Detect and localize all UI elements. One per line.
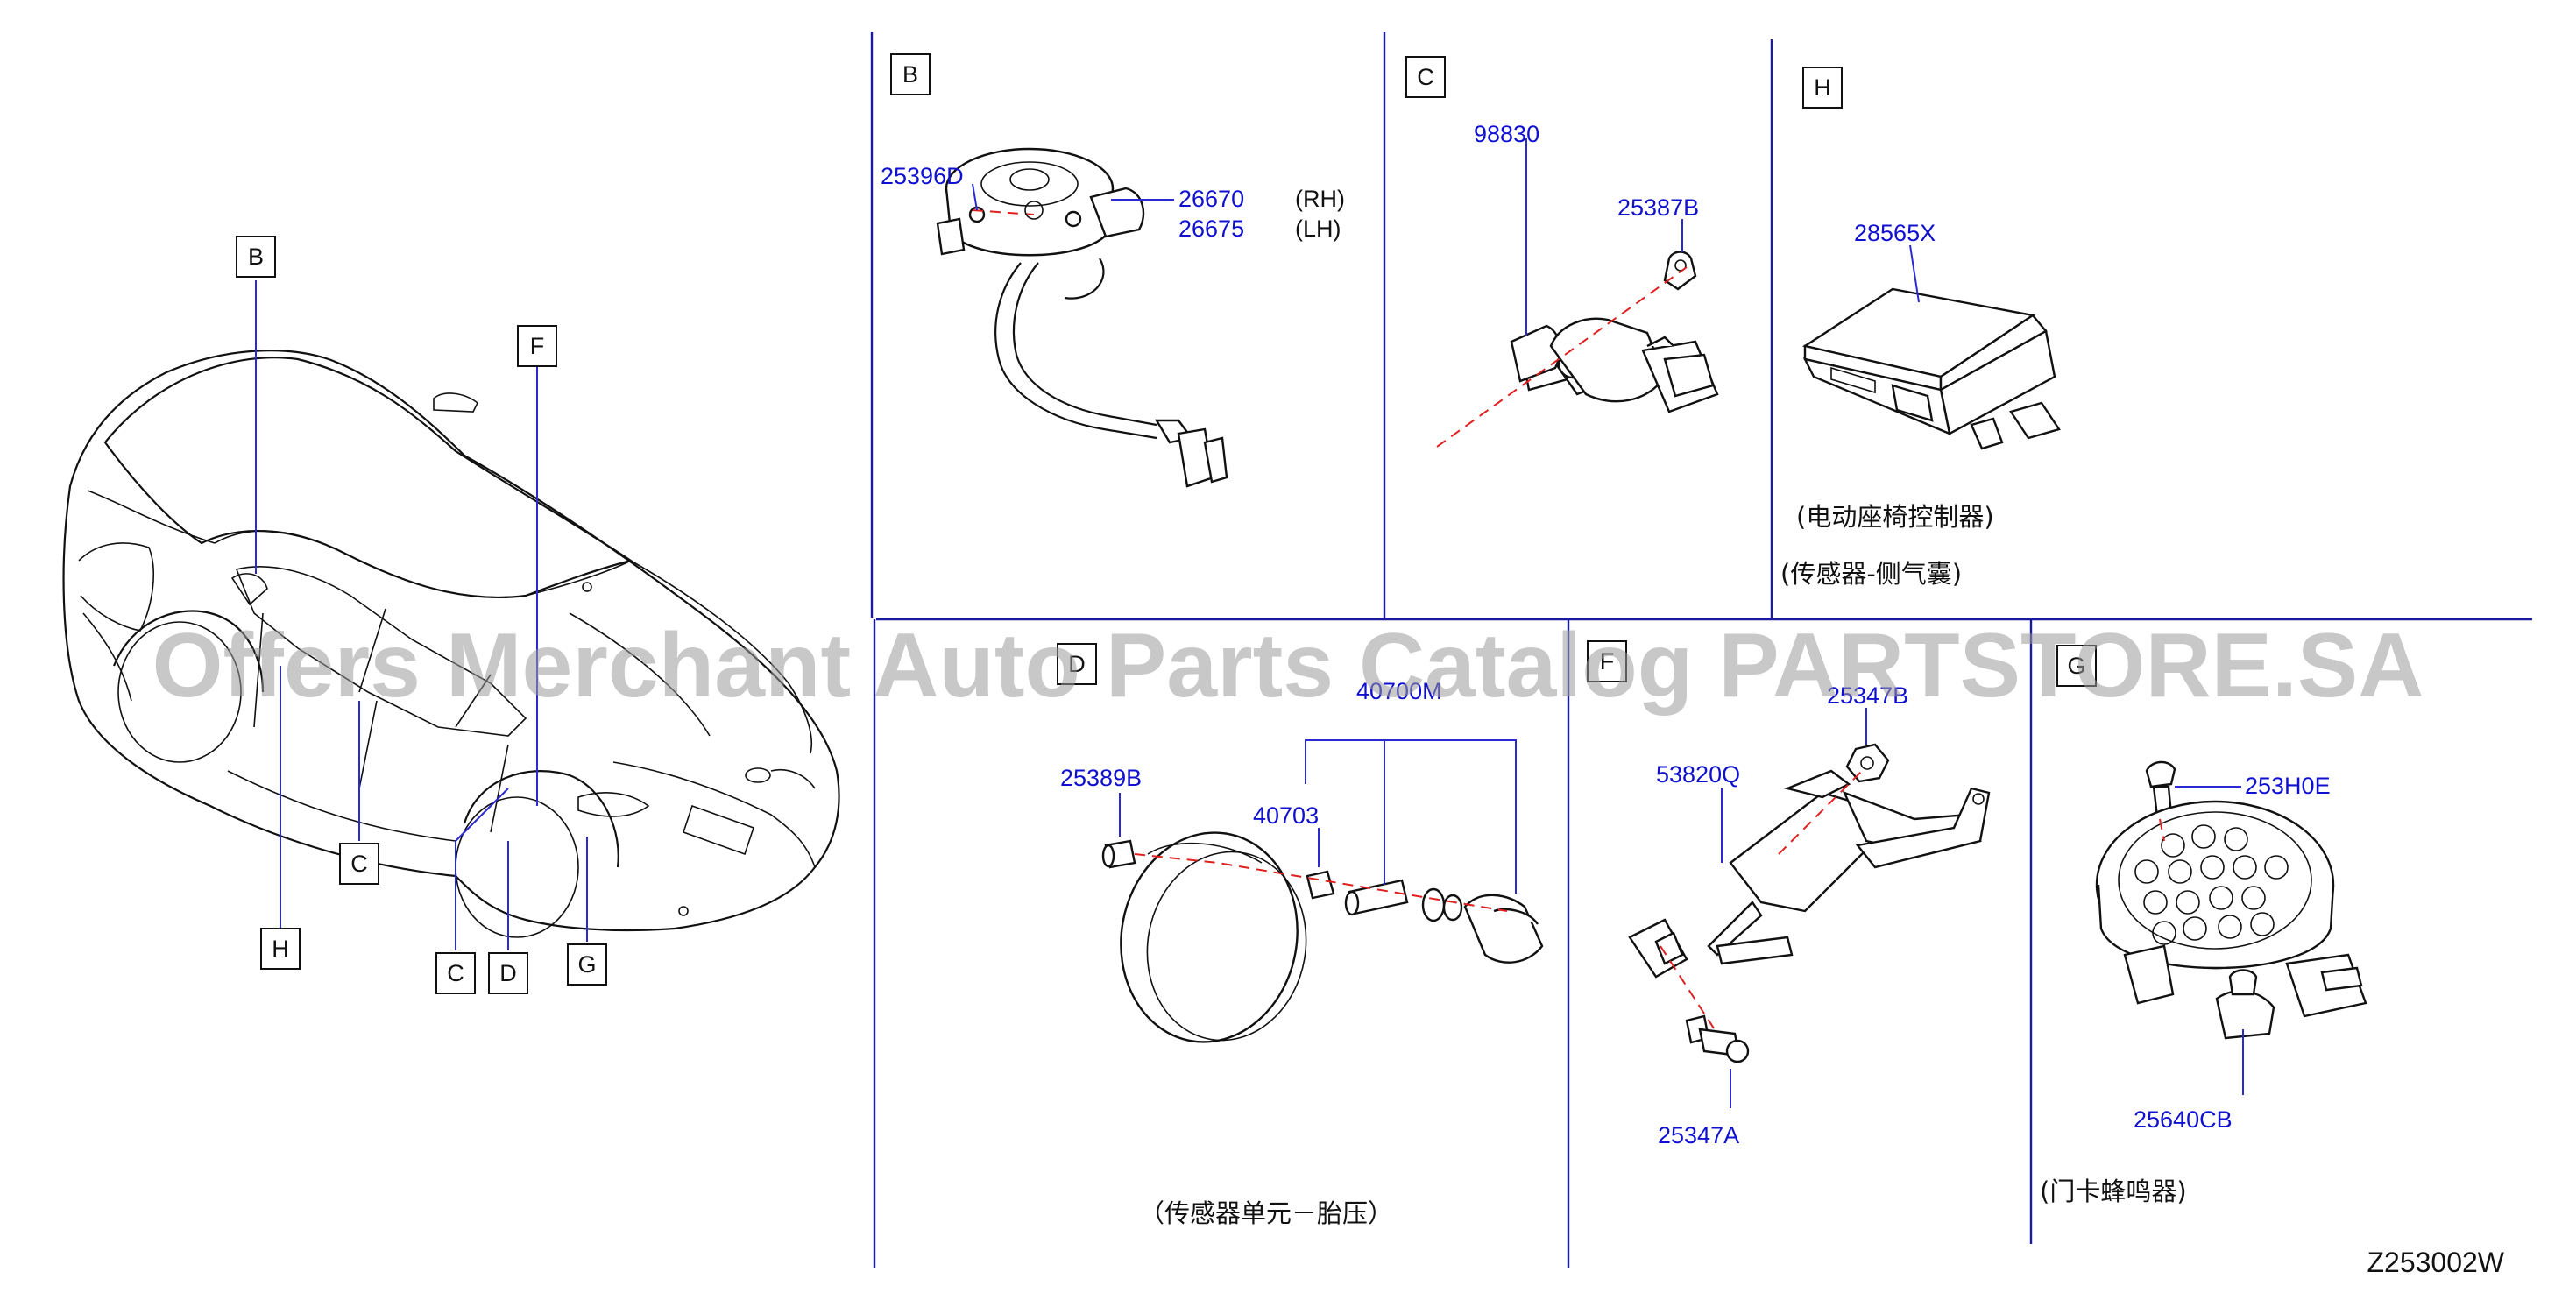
panel-h: H 28565X (电动座椅控制器) (传感器-侧气囊) xyxy=(1780,67,2061,589)
callout-label-h: H xyxy=(272,936,289,962)
callout-label-g: G xyxy=(577,951,596,978)
panel-c: C 98830 25387B xyxy=(1405,56,1719,448)
panel-label-h: H xyxy=(1814,74,1831,101)
watermark-text: Offers Merchant Auto Parts Catalog PARTS… xyxy=(152,615,2424,717)
tire-pressure-sensor-drawing xyxy=(1101,831,1544,1043)
part-number-26675[interactable]: 26675 xyxy=(1178,215,1244,242)
diagram-code: Z253002W xyxy=(2367,1247,2504,1278)
side-label-lh: (LH) xyxy=(1295,215,1341,242)
panel-b: B 25396D 26670 26675 (RH) (LH) xyxy=(881,53,1345,488)
callout-box-h xyxy=(260,928,301,970)
side-label-rh: (RH) xyxy=(1295,186,1345,212)
part-number-25396d[interactable]: 25396D xyxy=(881,163,964,189)
side-airbag-sensor-drawing xyxy=(1436,251,1719,448)
panel-f: F 53820Q 25347B xyxy=(1587,640,1991,1148)
callout-box-f xyxy=(517,325,557,367)
part-number-253h0e[interactable]: 253H0E xyxy=(2245,773,2331,799)
vehicle-overview: B F C H C D G xyxy=(62,236,840,994)
part-number-25347b[interactable]: 25347B xyxy=(1827,682,1908,709)
part-number-25389b[interactable]: 25389B xyxy=(1060,765,1142,791)
caption-tire-pressure-sensor: （传感器单元－胎压） xyxy=(1139,1198,1393,1228)
part-number-28565x[interactable]: 28565X xyxy=(1854,220,1936,246)
panel-label-g: G xyxy=(2067,653,2085,679)
callout-label-b: B xyxy=(248,244,264,270)
callout-label-c-front: C xyxy=(350,851,368,877)
height-sensor-b-drawing xyxy=(936,147,1228,488)
callout-label-f: F xyxy=(530,333,545,359)
callout-box-c-front xyxy=(339,843,379,885)
part-number-53820q[interactable]: 53820Q xyxy=(1656,761,1740,788)
callout-box-d xyxy=(488,952,528,994)
callout-label-d: D xyxy=(499,960,517,986)
callout-box-b xyxy=(236,236,276,278)
panel-label-c: C xyxy=(1417,64,1434,90)
caption-door-buzzer: (门卡蜂鸣器) xyxy=(2040,1176,2187,1206)
part-number-40700m[interactable]: 40700M xyxy=(1356,678,1442,704)
door-buzzer-drawing xyxy=(2095,760,2367,1040)
panel-label-f: F xyxy=(1600,648,1615,675)
headlamp-level-sensor-drawing xyxy=(1628,743,1991,1063)
part-number-25387b[interactable]: 25387B xyxy=(1617,194,1699,221)
caption-side-airbag-sensor: (传感器-侧气囊) xyxy=(1780,559,1962,589)
panel-label-b: B xyxy=(902,61,918,88)
part-number-25640cb[interactable]: 25640CB xyxy=(2134,1106,2233,1133)
part-number-98830[interactable]: 98830 xyxy=(1474,121,1539,147)
part-number-26670[interactable]: 26670 xyxy=(1178,186,1244,212)
callout-box-c-rear xyxy=(435,952,476,994)
seat-controller-module-drawing xyxy=(1801,287,2061,450)
panel-d: D 25389B 40703 40700 xyxy=(1057,643,1544,1228)
panel-g: G xyxy=(2040,645,2367,1206)
callout-label-c-rear: C xyxy=(447,960,464,986)
panel-dividers xyxy=(870,32,2532,1268)
callout-box-g xyxy=(567,943,607,986)
part-number-40703[interactable]: 40703 xyxy=(1253,802,1319,829)
buzzer-grille-holes xyxy=(2134,824,2289,945)
panel-label-d: D xyxy=(1068,651,1086,677)
part-number-25347a[interactable]: 25347A xyxy=(1658,1122,1739,1148)
caption-seat-controller: (电动座椅控制器) xyxy=(1796,502,1994,532)
